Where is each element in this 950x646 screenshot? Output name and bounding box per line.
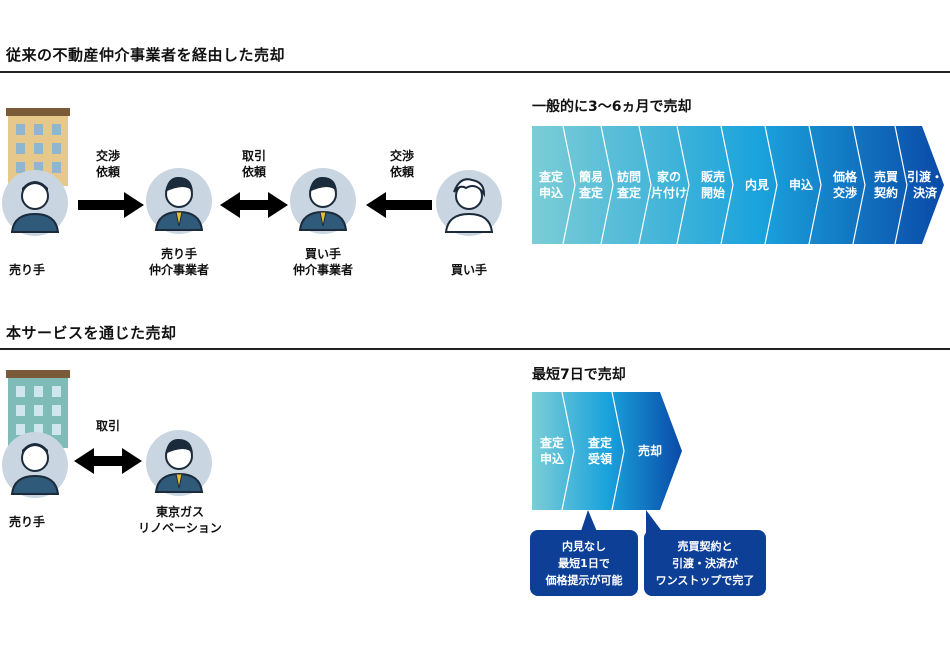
arrow-label-2: 取引 依頼 xyxy=(241,149,266,179)
step-traditional-9: 売買 契約 xyxy=(873,170,898,200)
step-traditional-7: 申込 xyxy=(788,178,813,192)
step-traditional-2: 簡易 査定 xyxy=(578,170,603,200)
person-label-seller-agent: 売り手 仲介事業者 xyxy=(148,247,209,277)
step-service-1: 査定 申込 xyxy=(539,436,564,466)
arrow-both-icon xyxy=(220,192,288,218)
step-traditional-1: 査定 申込 xyxy=(538,170,563,200)
seller-avatar xyxy=(2,432,68,498)
step-traditional-6: 内見 xyxy=(744,178,769,192)
step-traditional-5: 販売 開始 xyxy=(700,170,725,200)
timeline-chevrons-service xyxy=(532,392,682,510)
buyer-avatar xyxy=(436,170,502,236)
timeline-chevrons-traditional xyxy=(532,126,944,244)
bubble-pointer xyxy=(580,510,598,534)
callout-one-stop: 売買契約と 引渡・決済が ワンストップで完了 xyxy=(644,530,766,596)
person-label-seller: 売り手 xyxy=(8,263,45,277)
arrow-label-1: 交渉 依頼 xyxy=(95,149,120,179)
timeline-title-traditional: 一般的に3～6ヵ月で売却 xyxy=(532,99,692,115)
person-label-buyer: 買い手 xyxy=(450,263,487,277)
step-traditional-4: 家の 片付け xyxy=(650,170,687,200)
section-title-traditional: 従来の不動産仲介事業者を経由した売却 xyxy=(6,46,286,64)
arrow-label-3: 交渉 依頼 xyxy=(389,149,414,179)
step-traditional-8: 価格 交渉 xyxy=(832,170,857,200)
tokyo-gas-agent-avatar xyxy=(146,430,212,496)
seller-agent-avatar xyxy=(146,168,212,234)
step-traditional-3: 訪問 査定 xyxy=(616,170,641,200)
step-service-2: 査定 受領 xyxy=(587,436,612,466)
timeline-title-service: 最短7日で売却 xyxy=(532,367,626,383)
arrow-both-icon xyxy=(74,448,142,474)
person-label-seller: 売り手 xyxy=(8,515,45,529)
section-divider xyxy=(0,71,950,73)
step-traditional-10: 引渡・ 決済 xyxy=(906,170,943,200)
section-title-service: 本サービスを通じた売却 xyxy=(6,324,177,342)
bubble-pointer xyxy=(646,510,664,534)
buyer-agent-avatar xyxy=(290,168,356,234)
seller-avatar xyxy=(2,170,68,236)
step-service-3: 売却 xyxy=(637,444,662,458)
section-divider xyxy=(0,348,950,350)
arrow-left-icon xyxy=(366,192,432,218)
arrow-right-icon xyxy=(78,192,144,218)
person-label-tokyo-gas: 東京ガス リノベーション xyxy=(138,505,222,535)
callout-no-viewing: 内見なし 最短1日で 価格提示が可能 xyxy=(530,530,638,596)
person-label-buyer-agent: 買い手 仲介事業者 xyxy=(292,247,353,277)
arrow-label-service: 取引 xyxy=(95,419,120,433)
